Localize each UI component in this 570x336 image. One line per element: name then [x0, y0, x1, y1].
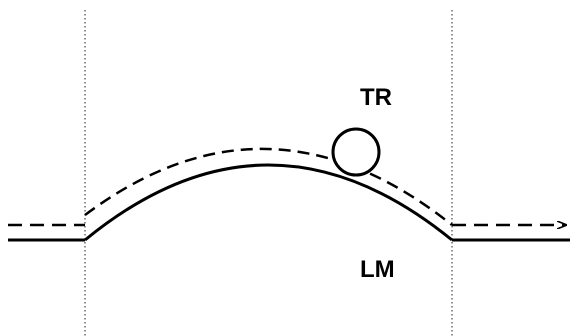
tr-dashed-arc: [84, 147, 453, 226]
tr-label: TR: [360, 84, 392, 111]
lm-label: LM: [360, 256, 395, 283]
lm-solid-arc: [84, 163, 453, 242]
trajector-circle: [331, 127, 381, 177]
